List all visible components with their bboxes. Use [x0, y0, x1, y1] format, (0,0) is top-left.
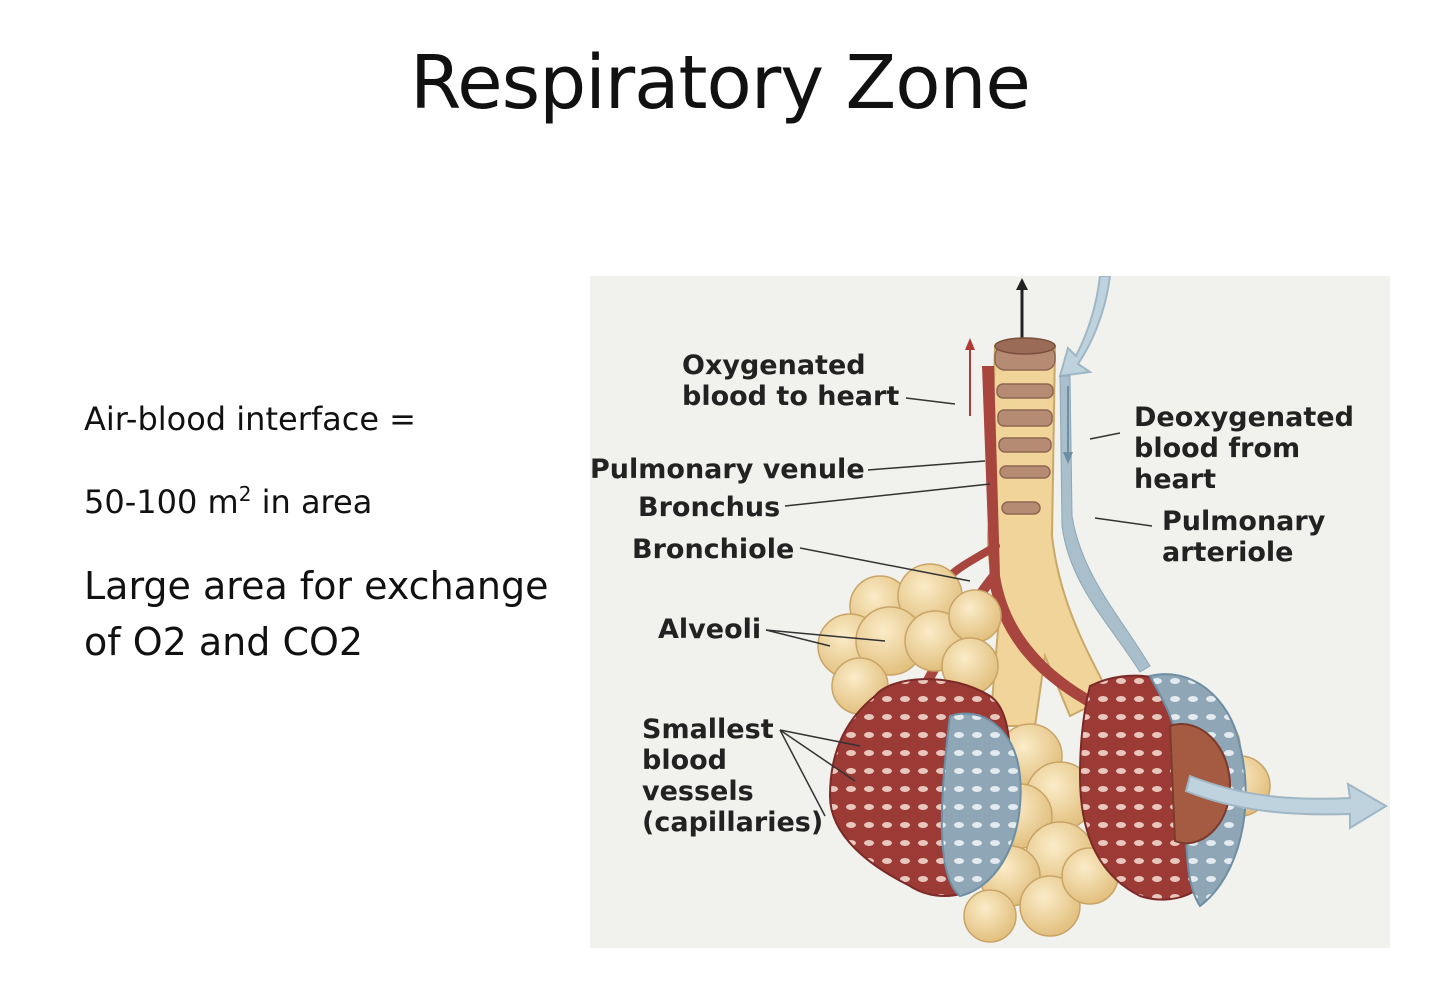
- label-alveoli: Alveoli: [658, 614, 762, 645]
- label-oxygenated-blood: Oxygenated blood to heart: [682, 350, 900, 412]
- pulmonary-venule-vessel: [982, 366, 1110, 716]
- respiratory-zone-illustration: Oxygenated blood to heart Deoxygenated b…: [590, 276, 1390, 948]
- label-bronchus: Bronchus: [638, 492, 781, 523]
- exchange-text: Large area for exchange of O2 and CO2: [84, 564, 549, 664]
- oxygenated-flow-arrow: [1184, 774, 1388, 830]
- leader-lines: [765, 397, 1153, 817]
- deoxygenated-flow-arrow: [1058, 276, 1112, 378]
- slide-title: Respiratory Zone: [410, 40, 1031, 126]
- label-deoxygenated-blood: Deoxygenated blood from heart: [1134, 402, 1354, 495]
- label-bronchiole: Bronchiole: [632, 534, 795, 565]
- alveoli-drawing: [765, 276, 1388, 943]
- area-exponent: 2: [238, 482, 252, 506]
- label-pulmonary-venule: Pulmonary venule: [590, 454, 865, 485]
- area-suffix: in area: [251, 483, 373, 521]
- label-pulmonary-arteriole: Pulmonary arteriole: [1162, 506, 1326, 568]
- capillary-network: [828, 673, 1247, 908]
- area-line: 50-100 m2 in area: [84, 482, 372, 521]
- label-capillaries: Smallest blood vessels (capillaries): [642, 714, 824, 838]
- interface-label: Air-blood interface =: [84, 400, 416, 438]
- area-value: 50-100 m: [84, 483, 239, 521]
